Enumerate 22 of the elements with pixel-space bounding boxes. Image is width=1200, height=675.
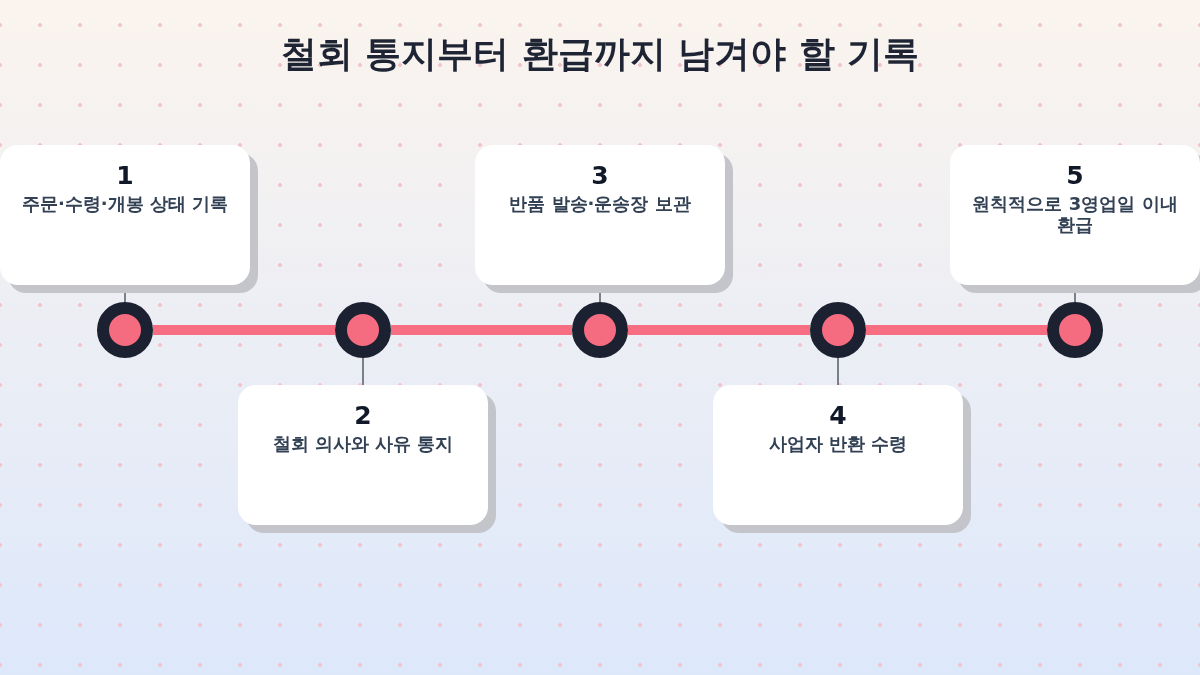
leader-line	[362, 357, 364, 386]
timeline-line	[866, 325, 1047, 335]
timeline-line	[628, 325, 810, 335]
step-number: 4	[829, 401, 847, 430]
step-number: 5	[1066, 161, 1084, 190]
timeline-dot	[572, 302, 628, 358]
step-number: 2	[354, 401, 372, 430]
title: 철회 통지부터 환급까지 남겨야 할 기록	[280, 32, 920, 76]
step-text: 주문·수령·개봉 상태 기록	[21, 194, 229, 215]
timeline-line	[391, 325, 572, 335]
timeline-dot	[97, 302, 153, 358]
timeline-line	[153, 325, 335, 335]
step-number: 1	[116, 161, 134, 190]
timeline-dot	[810, 302, 866, 358]
step-text: 반품 발송·운송장 보관	[509, 194, 691, 215]
step-text: 철회 의사와 사유 통지	[272, 434, 454, 455]
step-text: 사업자 반환 수령	[768, 434, 908, 455]
leader-line	[837, 357, 839, 386]
step-text: 원칙적으로 3영업일 이내 환급	[971, 194, 1179, 236]
timeline-dot	[335, 302, 391, 358]
step-number: 3	[591, 161, 609, 190]
timeline-dot	[1047, 302, 1103, 358]
